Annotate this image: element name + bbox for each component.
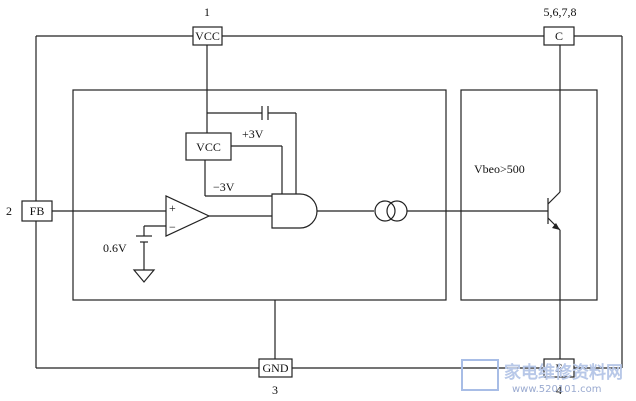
watermark: 家电维修资料网 www.520101.com <box>461 359 623 395</box>
pin-number-collector: 5,6,7,8 <box>544 5 577 19</box>
watermark-house-icon <box>461 359 499 391</box>
pin-label-vcc: VCC <box>195 29 220 43</box>
pin-number-fb: 2 <box>6 204 12 218</box>
watermark-logo-text: 家电维修资料网 <box>504 362 623 383</box>
current-source-symbol <box>374 200 408 222</box>
opamp-minus: − <box>169 220 176 234</box>
transistor-block <box>460 89 598 301</box>
and-gate <box>271 193 318 229</box>
pin-number-gnd: 3 <box>272 383 278 397</box>
pin-collector-box <box>543 26 575 46</box>
reference-label: 0.6V <box>103 241 127 255</box>
pin-label-gnd: GND <box>263 361 289 375</box>
neg-rail-label: −3V <box>213 180 235 194</box>
outer-frame <box>35 35 623 369</box>
watermark-url-text: www.520101.com <box>512 384 602 395</box>
pin-number-vcc: 1 <box>204 5 210 19</box>
regulator-box <box>185 132 232 161</box>
pin-label-collector: C <box>555 29 563 43</box>
controller-block <box>72 89 447 301</box>
pos-rail-label: +3V <box>242 127 264 141</box>
regulator-label: VCC <box>196 140 221 154</box>
pin-number-emitter: 4 <box>556 383 562 397</box>
reference-battery-symbol <box>136 235 152 243</box>
ground-symbol <box>132 269 156 283</box>
opamp-triangle <box>165 195 211 237</box>
pin-emitter-box <box>543 358 575 378</box>
transistor-symbol <box>547 191 561 231</box>
pin-label-emitter: E <box>555 361 562 375</box>
pin-label-fb: FB <box>30 204 45 218</box>
transistor-rating: Vbeo>500 <box>474 162 525 176</box>
capacitor-symbol <box>261 106 269 120</box>
opamp-plus: + <box>169 201 176 215</box>
